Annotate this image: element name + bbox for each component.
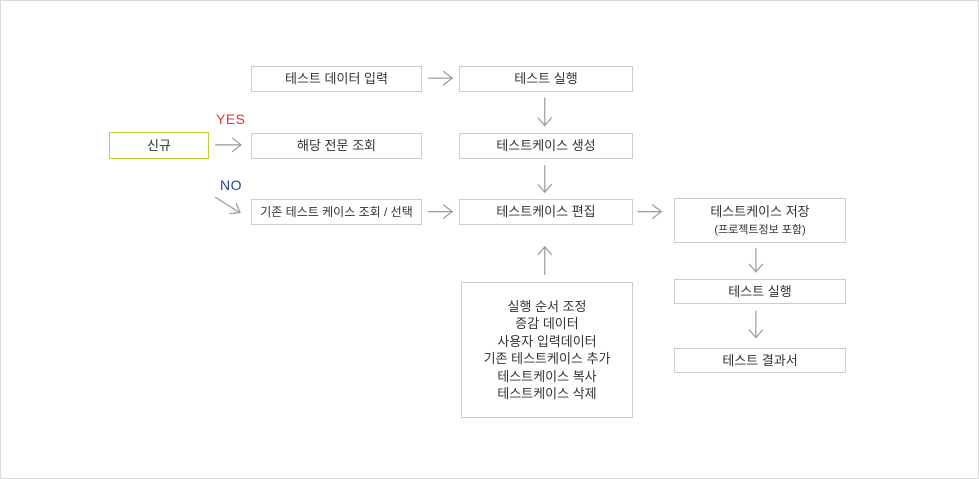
- arrow-test-run-to-report: [748, 310, 764, 339]
- node-select-existing: 기존 테스트 케이스 조회 / 선택: [251, 199, 422, 225]
- arrow-options-to-edit: [537, 246, 553, 275]
- node-lookup-message-label: 해당 전문 조회: [297, 138, 376, 154]
- node-test-run-right: 테스트 실행: [674, 279, 846, 304]
- edit-option-line: 실행 순서 조정: [507, 298, 587, 314]
- node-edit-options: 실행 순서 조정 증감 데이터 사용자 입력데이터 기존 테스트케이스 추가 테…: [461, 282, 633, 418]
- node-save-testcase: 테스트케이스 저장 (프로젝트정보 포함): [674, 198, 846, 243]
- edit-option-line: 기존 테스트케이스 추가: [483, 351, 611, 366]
- branch-label-yes: YES: [216, 111, 246, 127]
- arrow-save-to-test-run: [748, 247, 764, 273]
- arrow-test-run-to-create: [537, 97, 553, 127]
- node-create-testcase-label: 테스트케이스 생성: [496, 138, 596, 154]
- node-test-run-right-label: 테스트 실행: [728, 283, 792, 299]
- node-new-label: 신규: [147, 137, 171, 153]
- arrow-new-to-select-no: [214, 196, 241, 215]
- node-edit-testcase-label: 테스트케이스 편집: [496, 204, 596, 220]
- arrow-select-to-edit: [428, 204, 454, 220]
- node-create-testcase: 테스트케이스 생성: [459, 133, 633, 159]
- node-test-report: 테스트 결과서: [674, 348, 846, 373]
- edit-option-line: 테스트케이스 삭제: [497, 386, 597, 401]
- node-save-testcase-sublabel: (프로젝트정보 포함): [714, 224, 806, 237]
- arrow-edit-to-save: [637, 204, 663, 220]
- node-edit-testcase: 테스트케이스 편집: [459, 199, 633, 225]
- node-test-data-input: 테스트 데이터 입력: [251, 66, 422, 92]
- node-lookup-message: 해당 전문 조회: [251, 133, 422, 159]
- branch-label-no: NO: [220, 177, 242, 193]
- edit-option-line: 테스트케이스 복사: [497, 368, 597, 384]
- node-save-testcase-label: 테스트케이스 저장: [710, 203, 810, 219]
- node-test-data-input-label: 테스트 데이터 입력: [285, 71, 388, 87]
- arrow-data-input-to-test-run: [428, 70, 454, 86]
- edit-option-line: 증감 데이터: [515, 316, 579, 331]
- arrow-new-to-lookup-yes: [215, 137, 243, 153]
- node-select-existing-label: 기존 테스트 케이스 조회 / 선택: [260, 204, 413, 219]
- edit-option-line: 사용자 입력데이터: [497, 333, 597, 349]
- node-new: 신규: [109, 132, 209, 159]
- node-test-run-top-label: 테스트 실행: [514, 71, 578, 87]
- node-test-run-top: 테스트 실행: [459, 66, 633, 92]
- node-test-report-label: 테스트 결과서: [722, 352, 798, 368]
- arrow-create-to-edit: [537, 165, 553, 194]
